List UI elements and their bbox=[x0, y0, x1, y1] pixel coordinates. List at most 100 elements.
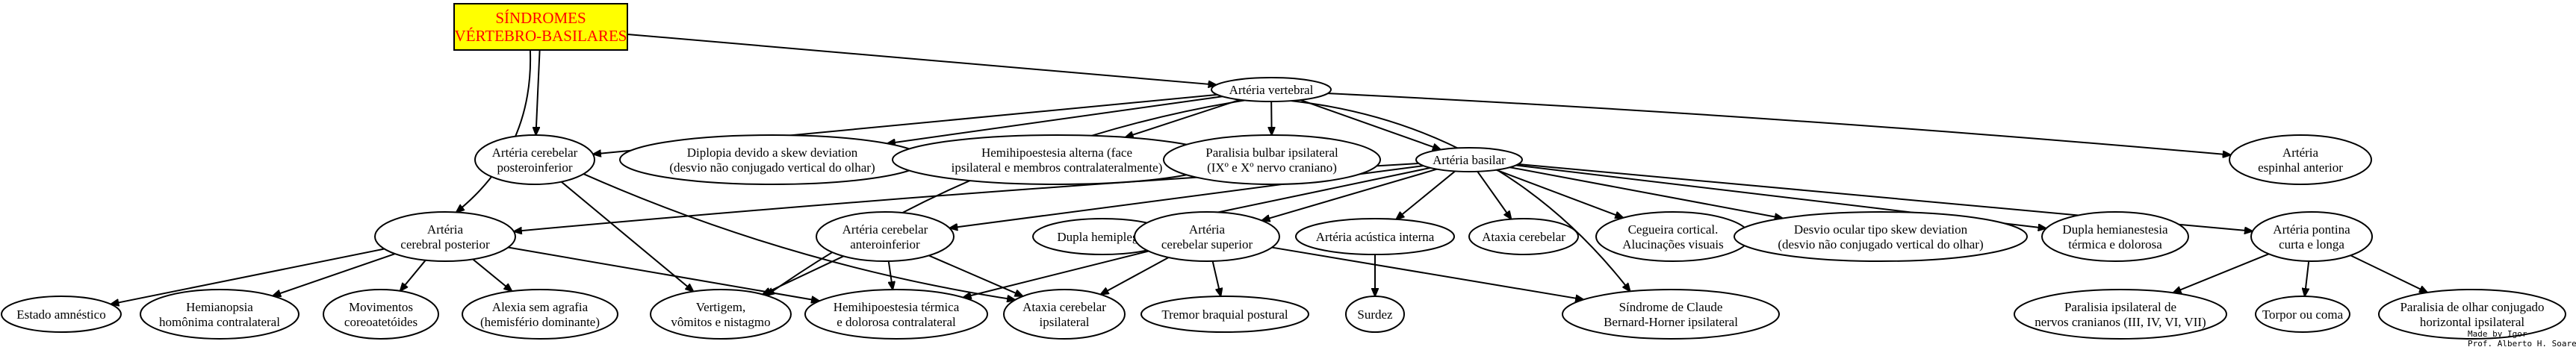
arteria-espinhal-anterior-shape bbox=[2229, 134, 2372, 185]
arteria-cerebelar-anteroinferior-label: Artéria cerebelar bbox=[842, 222, 928, 237]
edge-arteria-vertebral-to-arteria-basilar bbox=[1300, 99, 1441, 150]
dupla-hemiplegia-label: Dupla hemiplegia bbox=[1057, 230, 1148, 244]
claude-bernard-shape bbox=[1562, 289, 1780, 340]
cegueira-cortical-node: Cegueira cortical.Alucinações visuais bbox=[1595, 211, 1751, 262]
edge-arteria-vertebral-to-diplopia bbox=[887, 96, 1223, 143]
edge-arteria-vertebral-to-vertigem bbox=[766, 99, 1245, 296]
paralisia-ipsilateral-nervos-shape bbox=[2014, 289, 2227, 340]
paralisia-ipsilateral-nervos-label: nervos cranianos (III, IV, VI, VII) bbox=[2035, 315, 2206, 329]
arteria-pontina-shape bbox=[2250, 211, 2373, 262]
ataxia-cerebelar-label: Ataxia cerebelar bbox=[1482, 230, 1565, 244]
dupla-hemiplegia-node: Dupla hemiplegia bbox=[1032, 218, 1173, 255]
arteria-pontina-label: Artéria pontina bbox=[2273, 222, 2350, 237]
hemianopsia-label: homônima contralateral bbox=[159, 315, 280, 329]
alexia-shape bbox=[462, 289, 618, 340]
edge-arteria-cerebelar-superior-to-ataxia-ipsilateral bbox=[1101, 257, 1170, 295]
tremor-node: Tremor braquial postural bbox=[1140, 296, 1309, 333]
hemianopsia-shape bbox=[140, 289, 300, 340]
edge-arteria-basilar-to-arteria-cerebelar-superior bbox=[1261, 168, 1438, 221]
hemihipoestesia-alterna-label: ipsilateral e membros contralateralmente… bbox=[952, 160, 1163, 175]
edge-arteria-basilar-to-ataxia-cerebelar bbox=[1477, 171, 1511, 219]
paralisia-olhar-shape bbox=[2378, 289, 2566, 340]
dupla-hemianestesia-label: térmica e dolorosa bbox=[2068, 237, 2162, 251]
edge-arteria-cerebral-posterior-to-hemianopsia bbox=[273, 253, 396, 296]
estado-amnestico-label: Estado amnéstico bbox=[16, 307, 105, 322]
hemihipoestesia-termica-shape bbox=[804, 289, 988, 340]
torpor-label: Torpor ou coma bbox=[2262, 307, 2344, 322]
credit-line-2: Prof. Alberto H. Soares bbox=[2468, 339, 2576, 349]
hemihipoestesia-termica-label: Hemihipoestesia térmica bbox=[834, 300, 960, 314]
paralisia-olhar-label: Paralisia de olhar conjugado bbox=[2400, 300, 2544, 314]
arteria-cerebelar-posteroinferior-shape bbox=[474, 134, 595, 185]
arteria-acustica-interna-node: Artéria acústica interna bbox=[1295, 218, 1455, 255]
surdez-shape bbox=[1345, 296, 1405, 333]
edge-arteria-pontina-to-paralisia-ipsilateral-nervos bbox=[2173, 253, 2270, 293]
torpor-shape bbox=[2255, 296, 2350, 333]
edge-arteria-pontina-to-paralisia-olhar bbox=[2350, 254, 2427, 293]
diplopia-shape bbox=[619, 134, 925, 185]
arteria-vertebral-shape bbox=[1211, 77, 1332, 102]
edge-arteria-cerebral-posterior-to-estado-amnestico bbox=[111, 248, 385, 304]
edge-arteria-cerebelar-superior-to-tremor bbox=[1211, 260, 1221, 296]
cegueira-cortical-shape bbox=[1595, 211, 1751, 262]
arteria-espinhal-anterior-label: Artéria bbox=[2282, 146, 2319, 160]
hemianopsia-label: Hemianopsia bbox=[186, 300, 253, 314]
paralisia-bulbar-shape bbox=[1163, 134, 1381, 185]
root-shape bbox=[453, 3, 628, 51]
arteria-basilar-node: Artéria basilar bbox=[1415, 147, 1523, 172]
dupla-hemianestesia-label: Dupla hemianestesia bbox=[2062, 222, 2168, 237]
arteria-basilar-label: Artéria basilar bbox=[1433, 153, 1506, 167]
ataxia-cerebelar-shape bbox=[1468, 218, 1579, 255]
vertigem-shape bbox=[650, 289, 792, 340]
edge-root-to-arteria-vertebral bbox=[627, 33, 1216, 85]
cegueira-cortical-label: Alucinações visuais bbox=[1622, 237, 1724, 251]
claude-bernard-label: Síndrome de Claude bbox=[1619, 300, 1723, 314]
edge-arteria-cerebral-posterior-to-alexia bbox=[472, 258, 512, 291]
hemihipoestesia-termica-label: e dolorosa contralateral bbox=[837, 315, 956, 329]
vertigem-node: Vertigem,vômitos e nistagmo bbox=[650, 289, 792, 340]
arteria-vertebral-label: Artéria vertebral bbox=[1229, 83, 1314, 97]
root-label: VÉRTEBRO-BASILARES bbox=[455, 27, 627, 45]
hemihipoestesia-alterna-label: Hemihipoestesia alterna (face bbox=[981, 146, 1132, 160]
paralisia-bulbar-label: Paralisia bulbar ipsilateral bbox=[1205, 146, 1338, 160]
arteria-cerebelar-superior-shape bbox=[1134, 211, 1280, 262]
arteria-cerebelar-superior-label: cerebelar superior bbox=[1161, 237, 1253, 251]
edge-arteria-cerebelar-posteroinferior-to-ataxia-ipsilateral bbox=[583, 173, 1015, 300]
movimentos-label: coreoatetóides bbox=[344, 315, 418, 329]
edge-arteria-cerebelar-superior-to-claude-bernard bbox=[1271, 246, 1583, 300]
arteria-cerebelar-anteroinferior-shape bbox=[816, 211, 955, 262]
dupla-hemianestesia-shape bbox=[2041, 211, 2189, 262]
diplopia-node: Diplopia devido a skew deviation(desvio … bbox=[619, 134, 925, 185]
ataxia-cerebelar-node: Ataxia cerebelar bbox=[1468, 218, 1579, 255]
estado-amnestico-node: Estado amnéstico bbox=[1, 296, 122, 333]
arteria-cerebelar-posteroinferior-label: Artéria cerebelar bbox=[492, 146, 578, 160]
ataxia-ipsilateral-label: ipsilateral bbox=[1039, 315, 1089, 329]
paralisia-olhar-label: horizontal ipsilateral bbox=[2420, 315, 2524, 329]
edge-arteria-cerebelar-anteroinferior-to-hemihipoestesia-termica bbox=[889, 260, 893, 290]
tremor-label: Tremor braquial postural bbox=[1161, 307, 1288, 322]
vertigem-label: vômitos e nistagmo bbox=[671, 315, 770, 329]
paralisia-bulbar-label: (IXº e Xº nervo craniano) bbox=[1207, 160, 1337, 175]
edge-arteria-vertebral-to-arteria-espinhal-anterior bbox=[1327, 93, 2231, 154]
surdez-label: Surdez bbox=[1357, 307, 1393, 322]
vertigem-label: Vertigem, bbox=[696, 300, 746, 314]
alexia-node: Alexia sem agrafia(hemisfério dominante) bbox=[462, 289, 618, 340]
desvio-ocular-node: Desvio ocular tipo skew deviation(desvio… bbox=[1734, 211, 2028, 262]
movimentos-label: Movimentos bbox=[349, 300, 413, 314]
arteria-cerebral-posterior-label: Artéria bbox=[427, 222, 464, 237]
edge-arteria-cerebelar-anteroinferior-to-vertigem bbox=[763, 255, 844, 294]
estado-amnestico-shape bbox=[1, 296, 122, 333]
edge-arteria-pontina-to-torpor bbox=[2305, 260, 2310, 296]
desvio-ocular-label: (desvio não conjugado vertical do olhar) bbox=[1778, 237, 1983, 251]
arteria-cerebelar-anteroinferior-label: anteroinferior bbox=[850, 237, 920, 251]
arteria-pontina-label: curta e longa bbox=[2279, 237, 2344, 251]
edge-arteria-vertebral-to-hemihipoestesia-alterna bbox=[1126, 99, 1241, 137]
tremor-shape bbox=[1140, 296, 1309, 333]
diplopia-label: Diplopia devido a skew deviation bbox=[687, 146, 858, 160]
